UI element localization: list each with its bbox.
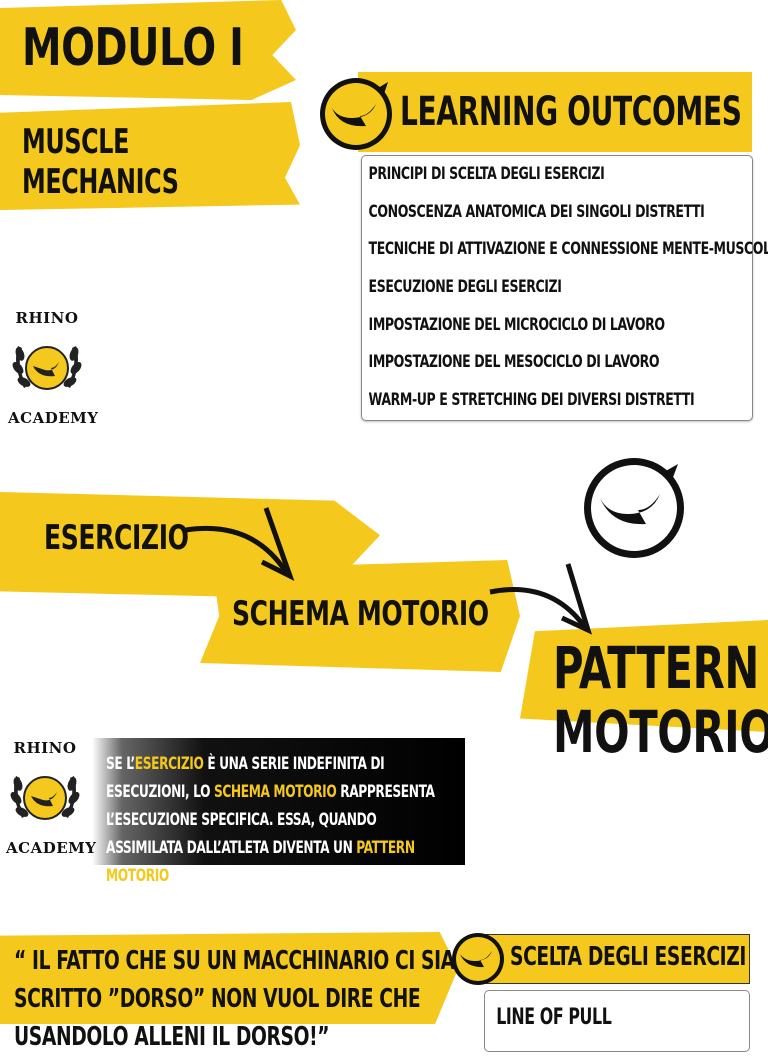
flow-step-schema-motorio: SCHEMA MOTORIO: [232, 594, 489, 634]
definition-box: SE L’ESERCIZIO È UNA SERIE INDEFINITA DI…: [92, 738, 465, 886]
learning-outcomes-title: LEARNING OUTCOMES: [400, 89, 742, 135]
rhino-icon: [452, 933, 504, 985]
highlight-esercizio: ESERCIZIO: [134, 754, 204, 774]
highlight-schema-motorio: SCHEMA MOTORIO: [213, 782, 337, 802]
header-band: [480, 934, 750, 984]
brush-stroke: [0, 102, 300, 210]
list-item: CONOSCENZA ANATOMICA DEI SINGOLI DISTRET…: [368, 201, 705, 222]
list-item: PRINCIPI DI SCELTA DEGLI ESERCIZI: [368, 164, 605, 184]
rhino-academy-logo: RHINO ACADEMY: [8, 309, 99, 427]
list-item: WARM-UP E STRETCHING DEI DIVERSI DISTRET…: [368, 390, 695, 411]
laurel-rhino-icon: [12, 346, 82, 390]
logo-top-text: RHINO: [15, 309, 79, 327]
laurel-rhino-icon: [10, 776, 80, 820]
header-band: [358, 72, 752, 152]
list-item: IMPOSTAZIONE DEL MICROCICLO DI LAVORO: [368, 314, 666, 335]
scelta-esercizi-title: SCELTA DEGLI ESERCIZI: [510, 942, 746, 972]
flow-step-pattern-motorio: PATTERN MOTORIO: [553, 634, 768, 766]
brush-stroke: [0, 0, 296, 100]
logo-top-text: RHINO: [13, 739, 77, 757]
highlight-pattern-motorio: PATTERN MOTORIO: [106, 838, 415, 886]
list-item: LINE OF PULL: [496, 1005, 612, 1030]
logo-bottom-text: ACADEMY: [6, 839, 97, 857]
brush-stroke: [520, 620, 768, 732]
flow-step-esercizio: ESERCIZIO: [44, 518, 189, 558]
rhino-icon: [320, 78, 392, 150]
definition-text: SE L’ESERCIZIO È UNA SERIE INDEFINITA DI…: [106, 754, 435, 886]
logo-bottom-text: ACADEMY: [8, 409, 99, 427]
curved-arrow-icon: [185, 507, 295, 582]
brush-stroke: [200, 560, 520, 672]
brush-stroke: [0, 932, 458, 1024]
curved-arrow-icon: [489, 563, 593, 635]
quote-line: SCRITTO ”DORSO” NON VUOL DIRE CHE: [14, 984, 421, 1014]
module-title: MODULO I: [22, 18, 244, 78]
list-item: TECNICHE DI ATTIVAZIONE E CONNESSIONE ME…: [368, 239, 768, 260]
list-item: ESECUZIONE DEGLI ESERCIZI: [368, 277, 562, 298]
quote-line: “ IL FATTO CHE SU UN MACCHINARIO CI SIA: [14, 946, 455, 976]
learning-outcomes-list: PRINCIPI DI SCELTA DEGLI ESERCIZI CONOSC…: [361, 155, 768, 421]
quote-text: “ IL FATTO CHE SU UN MACCHINARIO CI SIA …: [14, 942, 455, 1056]
scelta-esercizi-list: LINE OF PULL: [484, 990, 750, 1052]
rhino-academy-logo: RHINO ACADEMY: [6, 739, 97, 857]
list-item: IMPOSTAZIONE DEL MESOCICLO DI LAVORO: [368, 352, 660, 373]
scelta-esercizi-header: SCELTA DEGLI ESERCIZI: [450, 930, 750, 986]
rhino-icon: [584, 458, 684, 558]
module-subtitle: MUSCLE MECHANICS: [22, 122, 179, 202]
learning-outcomes-header: LEARNING OUTCOMES: [318, 72, 752, 152]
